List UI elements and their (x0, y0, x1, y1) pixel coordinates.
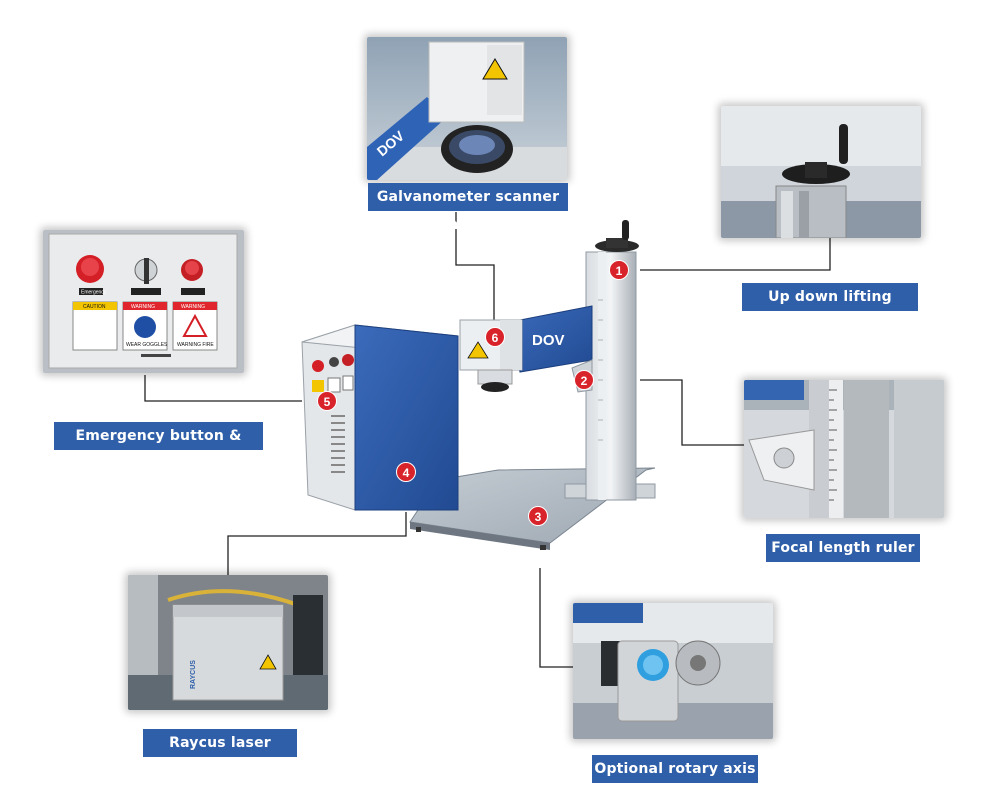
marker-4: 4 (396, 462, 416, 482)
photo-rotary-axis (573, 603, 773, 739)
caution-text: CAUTION (83, 304, 106, 310)
photo-laser-source: RAYCUS (128, 575, 328, 710)
marker-1: 1 (609, 260, 629, 280)
photo-focal-ruler (744, 380, 944, 518)
label-laser-source: Raycus laser source (143, 729, 297, 779)
warning-text-2: WARNING (181, 304, 205, 310)
leader-rotary (539, 568, 574, 668)
emergency-label: Emergency (81, 290, 107, 296)
label-lifting-handle: Up down lifting handle (742, 283, 918, 333)
marker-2: 2 (574, 370, 594, 390)
photo-emergency-panel: Emergency CAUTION WARNING WEAR GOGGLES W… (43, 230, 244, 373)
warning-text-1: WARNING (131, 304, 155, 310)
svg-text:RAYCUS: RAYCUS (190, 660, 197, 689)
leader-source (227, 512, 407, 575)
label-galvanometer-head: Galvanometer scanner head (368, 183, 568, 233)
cabinet-side (301, 324, 356, 511)
leader-emergency (144, 375, 302, 402)
cabinet-front (354, 324, 459, 511)
marker-5: 5 (317, 391, 337, 411)
goggles-text: WEAR GOGGLES (126, 342, 168, 348)
photo-lifting-handle (721, 106, 921, 238)
photo-galvanometer-head: DOV (367, 37, 567, 180)
leader-galvo (455, 212, 495, 320)
leader-ruler (640, 379, 748, 446)
label-rotary-axis: Optional rotary axis (592, 755, 758, 783)
label-emergency: Emergency button & Switches (54, 422, 263, 472)
marker-3: 3 (528, 506, 548, 526)
fire-text: WARNING FIRE (177, 342, 214, 348)
machine-brand: DOV (532, 332, 565, 349)
marker-6: 6 (485, 327, 505, 347)
leader-handle (640, 238, 831, 271)
label-focal-ruler: Focal length ruler (766, 534, 920, 562)
